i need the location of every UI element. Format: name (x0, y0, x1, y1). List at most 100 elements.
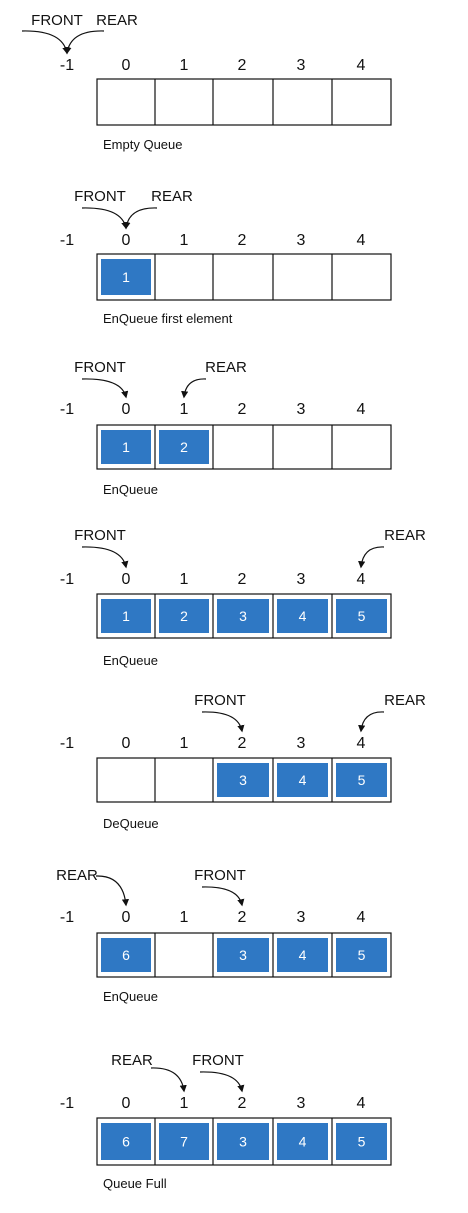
front-pointer-label: FRONT (194, 692, 246, 709)
front-pointer-label: FRONT (74, 359, 126, 376)
index-label: 1 (180, 571, 189, 588)
queue-element-cell (101, 599, 151, 633)
queue-element-cell (336, 763, 387, 797)
queue-element-value: 3 (239, 608, 247, 624)
index-label: 0 (122, 1095, 131, 1112)
index-label: -1 (60, 232, 74, 249)
index-label: -1 (60, 571, 74, 588)
queue-element-value: 5 (358, 947, 366, 963)
queue-array-box (96, 253, 392, 301)
queue-element-value: 3 (239, 947, 247, 963)
index-label: 4 (357, 401, 366, 418)
front-pointer-arrow (199, 1071, 245, 1093)
queue-element-value: 3 (239, 772, 247, 788)
queue-element-value: 5 (358, 772, 366, 788)
queue-array-box (96, 932, 392, 978)
queue-element-cell (277, 763, 328, 797)
index-label: 3 (297, 571, 306, 588)
queue-element-value: 4 (299, 947, 307, 963)
queue-element-value: 4 (299, 608, 307, 624)
index-label: -1 (60, 735, 74, 752)
front-pointer-arrow (201, 886, 245, 907)
index-label: 4 (357, 232, 366, 249)
index-label: 0 (122, 57, 131, 74)
index-label: 3 (297, 401, 306, 418)
index-label: 1 (180, 909, 189, 926)
queue-element-value: 1 (122, 608, 130, 624)
index-label: 2 (238, 57, 247, 74)
rear-pointer-arrow (150, 1067, 187, 1093)
index-label: 3 (297, 909, 306, 926)
queue-element-cell (101, 259, 151, 295)
queue-element-value: 7 (180, 1134, 188, 1150)
rear-pointer-label: REAR (96, 12, 138, 29)
state-caption: EnQueue first element (103, 311, 233, 326)
rear-pointer-arrow (95, 875, 130, 907)
index-label: 0 (122, 571, 131, 588)
index-label: 2 (238, 232, 247, 249)
state-caption: EnQueue (103, 653, 158, 668)
queue-element-cell (159, 430, 209, 464)
queue-element-value: 4 (299, 1134, 307, 1150)
rear-pointer-label: REAR (384, 527, 426, 544)
index-label: 0 (122, 401, 131, 418)
index-label: 1 (180, 401, 189, 418)
front-pointer-arrow (201, 711, 245, 733)
index-label: 4 (357, 57, 366, 74)
rear-pointer-arrow (123, 207, 158, 230)
queue-element-cell (101, 938, 151, 972)
queue-element-cell (159, 1123, 209, 1160)
queue-element-value: 3 (239, 1134, 247, 1150)
front-pointer-arrow (81, 378, 129, 399)
index-label: -1 (60, 401, 74, 418)
index-label: 0 (122, 909, 131, 926)
index-label: 4 (357, 735, 366, 752)
queue-element-cell (277, 1123, 328, 1160)
index-label: 1 (180, 1095, 189, 1112)
queue-element-cell (217, 599, 269, 633)
queue-array-box (96, 593, 392, 639)
front-pointer-label: FRONT (74, 527, 126, 544)
index-label: 1 (180, 57, 189, 74)
queue-array-box (96, 424, 392, 470)
rear-pointer-label: REAR (56, 867, 98, 884)
rear-pointer-label: REAR (205, 359, 247, 376)
index-label: -1 (60, 1095, 74, 1112)
queue-element-value: 5 (358, 608, 366, 624)
index-label: 2 (238, 1095, 247, 1112)
index-label: -1 (60, 57, 74, 74)
state-caption: Empty Queue (103, 137, 183, 152)
index-label: 0 (122, 735, 131, 752)
queue-element-cell (277, 938, 328, 972)
queue-element-cell (101, 1123, 151, 1160)
state-caption: EnQueue (103, 989, 158, 1004)
rear-pointer-label: REAR (384, 692, 426, 709)
queue-element-value: 6 (122, 947, 130, 963)
rear-pointer-label: REAR (151, 188, 193, 205)
index-label: 3 (297, 57, 306, 74)
queue-element-cell (277, 599, 328, 633)
state-caption: EnQueue (103, 482, 158, 497)
front-pointer-label: FRONT (31, 12, 83, 29)
index-label: 4 (357, 1095, 366, 1112)
queue-element-value: 2 (180, 608, 188, 624)
front-pointer-arrow (81, 546, 129, 569)
queue-element-cell (217, 1123, 269, 1160)
rear-pointer-arrow (358, 546, 385, 569)
rear-pointer-arrow (181, 378, 207, 399)
queue-element-value: 1 (122, 439, 130, 455)
rear-pointer-arrow (358, 711, 385, 733)
queue-array-box (96, 1117, 392, 1166)
index-label: 3 (297, 232, 306, 249)
index-label: 4 (357, 571, 366, 588)
queue-array-box (96, 757, 392, 803)
queue-element-value: 2 (180, 439, 188, 455)
index-label: 4 (357, 909, 366, 926)
state-caption: DeQueue (103, 816, 159, 831)
front-pointer-label: FRONT (74, 188, 126, 205)
front-pointer-label: FRONT (192, 1052, 244, 1069)
